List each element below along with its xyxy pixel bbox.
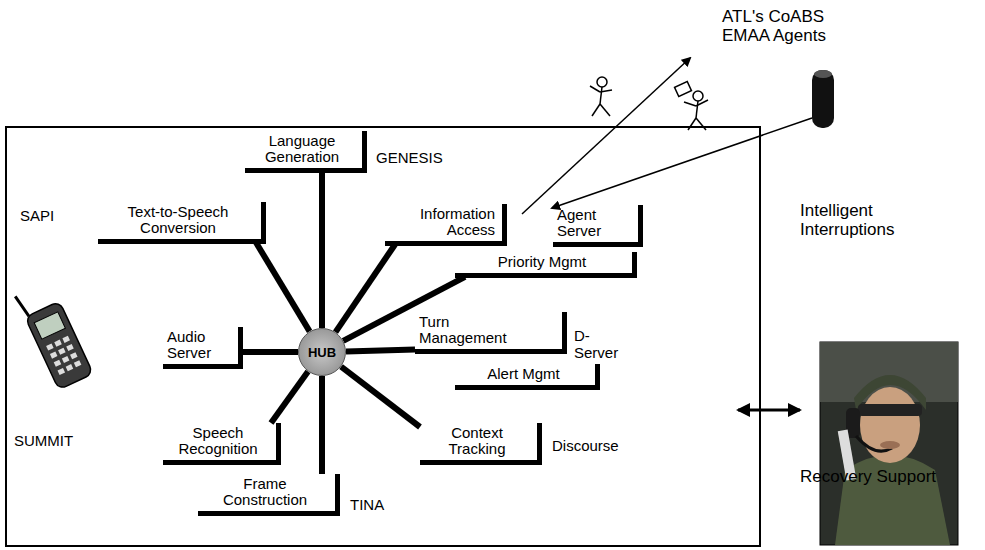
agent-link [522,58,690,214]
process-box: Speech Recognition [163,423,281,465]
node-text: Language Generation [249,133,355,165]
agent-figure [675,82,708,130]
hub-spoke [341,367,420,427]
node-text: HUB [308,345,336,360]
node-text: Agent Server [557,207,631,239]
process-box: Turn Management [415,312,567,354]
node-text: Speech Recognition [167,425,269,457]
process-box: Priority Mgmt [455,252,637,278]
hub-spoke [242,349,298,355]
node-text: Context Tracking [424,425,530,457]
node-text: Audio Server [167,329,231,361]
hub-spoke [319,376,325,474]
node-text: Frame Construction [202,476,328,508]
process-box: Language Generation [245,131,367,173]
hub-spoke [256,243,310,332]
node-text: Priority Mgmt [459,254,625,270]
node-text: Turn Management [419,314,518,346]
component-name: TINA [350,497,410,514]
soldier-photo [820,342,958,545]
node-text: Alert Mgmt [459,366,588,382]
phone-illustration [15,280,93,389]
interaction-arrow [738,409,800,412]
process-box: Frame Construction [198,474,340,516]
hub-circle: HUB [298,328,346,376]
agent-link [552,118,812,208]
agent-caption: ATL's CoABS EMAA Agents [722,8,862,45]
component-name: D-Server [574,328,630,361]
system-frame [6,127,760,546]
process-box: Audio Server [163,327,243,369]
process-box: Context Tracking [420,423,542,465]
process-box: Text-to-Speech Conversion [98,202,266,244]
component-name: SAPI [20,208,80,225]
feature-label: Intelligent Interruptions [800,202,940,239]
component-name: Discourse [552,438,642,455]
hub-spoke [346,350,415,352]
node-text: Text-to-Speech Conversion [102,204,254,236]
process-box: Alert Mgmt [455,364,600,390]
hub-spoke [319,172,325,329]
data-device [812,70,834,128]
process-box: Information Access [385,204,507,246]
component-name: SUMMIT [14,433,94,450]
node-text: Information Access [389,206,495,238]
hub-spoke [271,372,308,424]
server-box: Agent Server [553,205,643,247]
feature-label: Recovery Support [800,468,940,487]
component-name: GENESIS [376,150,466,167]
agent-figure [590,77,612,116]
